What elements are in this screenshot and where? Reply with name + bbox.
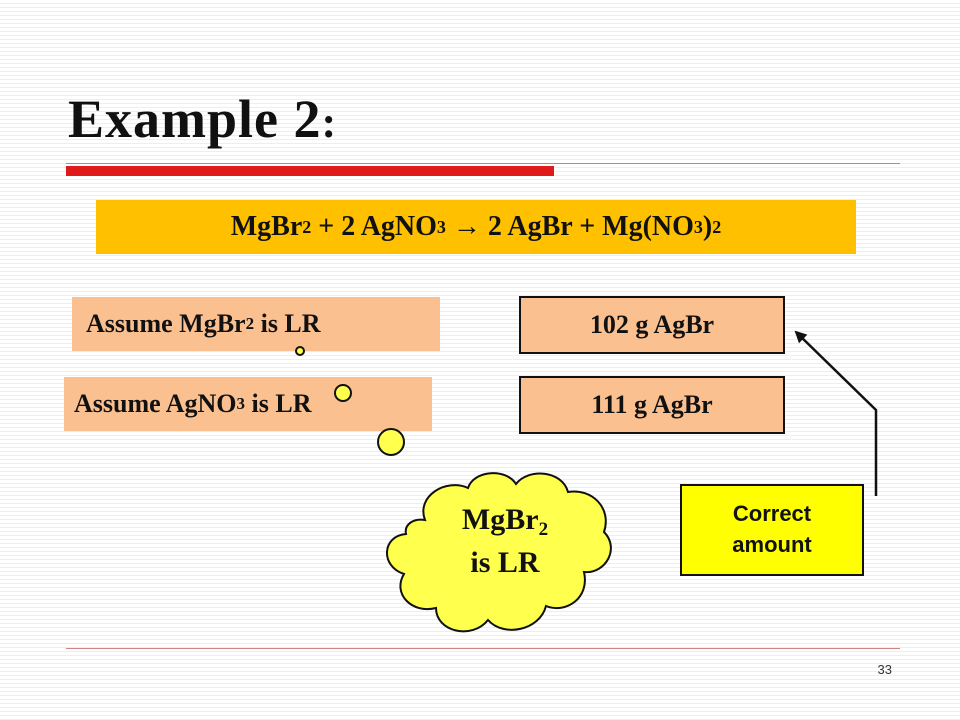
title-colon: : [321, 98, 338, 147]
thought-bubble-small [295, 346, 305, 356]
correct-arrow [794, 330, 878, 496]
title-underline [66, 163, 900, 164]
result-box-111: 111 g AgBr [519, 376, 785, 434]
cloud-conclusion: MgBr2 is LR [461, 503, 549, 579]
title-accent-bar [66, 166, 554, 176]
result-box-102: 102 g AgBr [519, 296, 785, 354]
arrow-icon: → [452, 211, 481, 242]
slide-title: Example 2: [68, 89, 338, 149]
correct-amount-callout: Correct amount [680, 484, 864, 576]
thought-bubble-medium [334, 384, 352, 402]
thought-cloud-icon [386, 472, 612, 633]
page-number: 33 [877, 662, 892, 677]
thought-bubble-large [377, 428, 405, 456]
footer-line [66, 648, 900, 649]
